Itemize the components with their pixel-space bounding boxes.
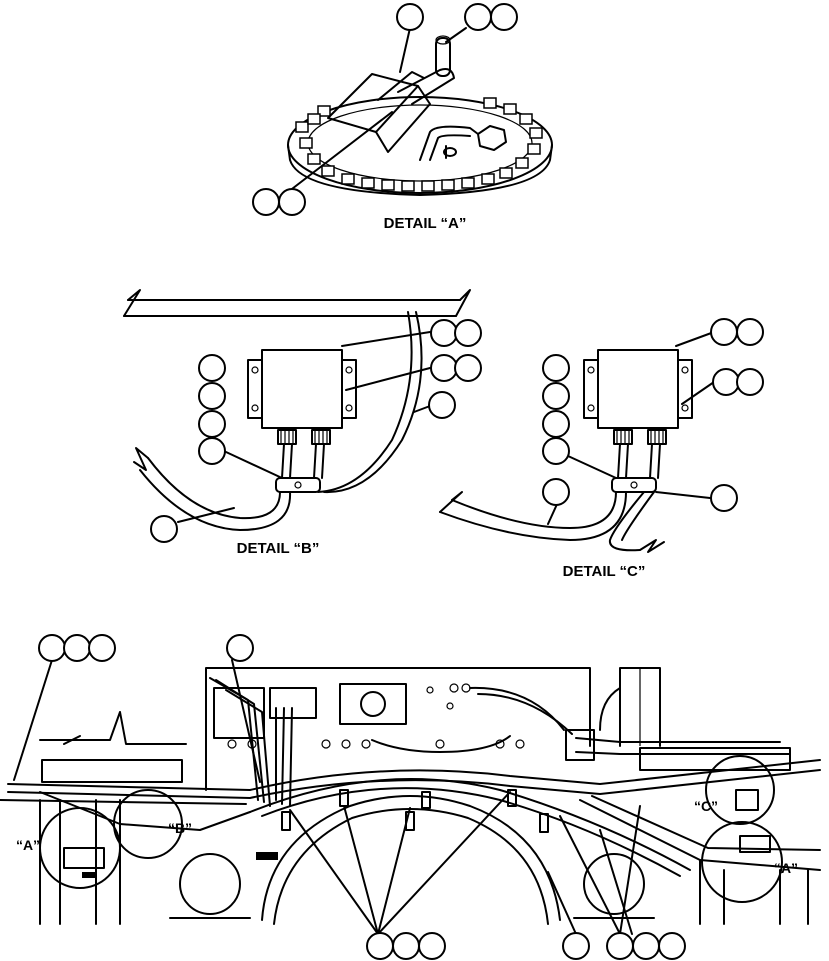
callout-balloon [226, 634, 254, 662]
callout-balloon [278, 188, 306, 216]
callout-a-right-label: “A” [774, 860, 798, 876]
callout-balloon [150, 515, 178, 543]
callout-balloon [88, 634, 116, 662]
callout-balloon [710, 318, 738, 346]
flange-bolts [295, 97, 543, 192]
callout-balloon [710, 484, 738, 512]
callout-balloon [542, 354, 570, 382]
callout-balloon [562, 932, 590, 960]
callout-balloon [606, 932, 634, 960]
detail-b-label: DETAIL “B” [237, 540, 320, 557]
detail-a-label: DETAIL “A” [384, 215, 467, 232]
detail-a-circle-right [701, 821, 783, 903]
callout-balloon [63, 634, 91, 662]
callout-balloon [658, 932, 686, 960]
callout-c-label: “C” [694, 798, 718, 814]
callout-balloon [454, 354, 482, 382]
main-chassis-view [0, 659, 821, 935]
callout-a-left-label: “A” [16, 837, 40, 853]
callout-balloon [736, 368, 764, 396]
callout-balloon [418, 932, 446, 960]
callout-balloon [198, 437, 226, 465]
detail-c-circle [705, 755, 775, 825]
callout-balloon [392, 932, 420, 960]
detail-c-label: DETAIL “C” [563, 563, 646, 580]
detail-b-circle [113, 789, 183, 859]
callout-balloon [454, 319, 482, 347]
callout-balloon [198, 382, 226, 410]
callout-balloon [542, 410, 570, 438]
callout-balloon [428, 391, 456, 419]
callout-balloon [736, 318, 764, 346]
callout-balloon [542, 382, 570, 410]
main-view-balloons [38, 634, 686, 960]
callout-balloon [464, 3, 492, 31]
callout-balloon [198, 354, 226, 382]
callout-balloon [252, 188, 280, 216]
callout-balloon [542, 437, 570, 465]
callout-balloon [542, 478, 570, 506]
callout-balloon [198, 410, 226, 438]
callout-balloon [490, 3, 518, 31]
callout-balloon [396, 3, 424, 31]
detail-a-drawing [252, 3, 553, 216]
callout-balloon [366, 932, 394, 960]
detail-c-drawing [439, 318, 764, 553]
detail-b-drawing [123, 289, 482, 543]
callout-balloon [430, 354, 458, 382]
callout-b-label: “B” [168, 820, 192, 836]
callout-balloon [38, 634, 66, 662]
callout-balloon [430, 319, 458, 347]
callout-balloon [712, 368, 740, 396]
detail-a-circle-left [39, 807, 121, 889]
callout-balloon [632, 932, 660, 960]
